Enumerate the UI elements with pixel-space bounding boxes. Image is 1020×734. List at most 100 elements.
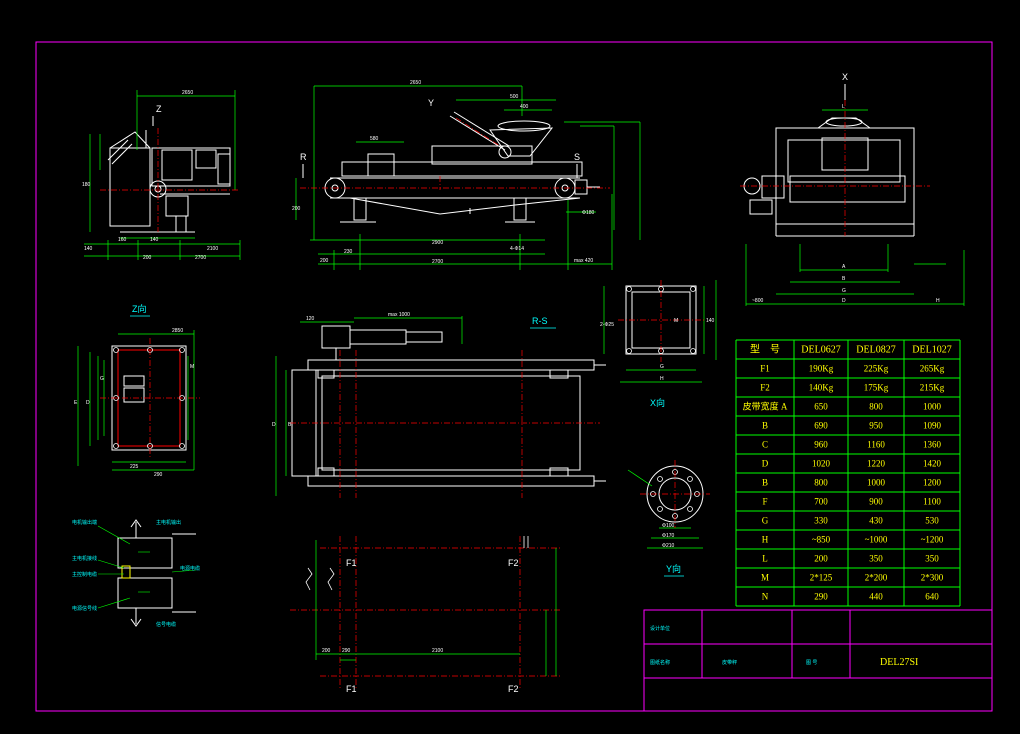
spec-cell: 440 [869,592,883,602]
spec-cell: 640 [925,592,939,602]
wiring-label-3: 主控制电缆 [72,571,97,578]
front-dim-8: max 420 [574,258,593,264]
spec-cell: 800 [814,478,828,488]
title-code-label: 图 号 [806,660,817,666]
drawing-frame [35,41,993,712]
title-block [643,609,993,712]
spec-cell: H [762,535,769,545]
spec-cell: C [762,440,768,450]
side-view-centerline [100,128,240,232]
side-view [107,130,231,233]
load-dim-2: 290 [342,648,351,654]
side-dim-6: 200 [143,255,152,261]
z-dim-1: 2850 [172,328,183,334]
side-dim-7: 2700 [195,255,206,261]
wiring-label-1: 电机输出端 [72,519,97,526]
title-row2-label: 图纸名称 [650,659,670,666]
x-dim-1: 2-Φ25 [600,322,614,328]
spec-cell: 430 [869,516,883,526]
spec-cell: 1100 [923,497,941,507]
y-dim-2: Φ170 [662,533,675,539]
z-view-centerline [100,338,200,458]
spec-cell: 700 [814,497,828,507]
side-z-label: Z [156,104,162,114]
rs-centerlines [290,350,600,498]
spec-cell: 330 [814,516,828,526]
z-dim-5: D [86,400,90,406]
wiring-label-4: 电源电缆 [180,565,200,572]
x-dim-5: M [674,318,678,324]
end-view-dims [745,109,965,306]
spec-header-cell: DEL1027 [912,345,951,356]
spec-cell: 1200 [923,478,942,488]
front-view-dims [295,85,641,270]
spec-header-cell: DEL0627 [801,345,840,356]
title-drawing-code: DEL27SI [880,657,918,668]
spec-cell: 350 [925,554,939,564]
front-r-label: R [300,152,307,162]
spec-cell: 1000 [923,402,942,412]
load-f2-bottom: F2 [508,684,519,694]
spec-cell: F [762,497,767,507]
spec-cell: F2 [760,383,770,393]
front-s-label: S [574,152,580,162]
spec-cell: 1160 [867,440,885,450]
spec-cell: F1 [760,364,770,374]
end-label-g: G [842,288,846,294]
spec-cell: 1420 [923,459,942,469]
front-dim-3: 500 [510,94,519,100]
rs-section [291,325,606,487]
front-y-label: Y [428,98,434,108]
end-label-a: A [842,264,846,270]
front-view [324,111,600,223]
side-top-dim: 2650 [182,90,193,96]
rs-dim-1: 120 [306,316,315,322]
spec-cell: N [762,592,769,602]
spec-cell: 1220 [867,459,886,469]
front-view-centerline [300,117,610,190]
spec-cell: 350 [869,554,883,564]
front-dim-5: 230 [344,249,353,255]
load-dim-1: 200 [322,648,331,654]
z-view-title: Z向 [132,303,147,314]
spec-cell: 900 [869,497,883,507]
end-label-b: B [842,276,846,282]
load-f1-top: F1 [346,558,357,568]
spec-cell: 2*200 [865,573,888,583]
end-label-h: H [936,298,940,304]
spec-cell: 140Kg [809,383,834,393]
spec-cell: 215Kg [920,383,945,393]
wiring-label-2: 主电机接线 [72,555,97,562]
front-dim-2: 400 [520,104,529,110]
spec-cell: L [762,554,768,564]
spec-cell: ~1200 [921,535,944,545]
x-dim-2: 140 [706,318,715,324]
y-dim-1: Φ100 [662,523,675,529]
load-f2-top: F2 [508,558,519,568]
spec-cell: 190Kg [809,364,834,374]
load-dim-3: 2100 [432,648,443,654]
rs-title: R-S [532,316,548,326]
spec-cell: 1090 [923,421,942,431]
title-row1-label: 设计单位 [650,625,670,632]
spec-cell: 690 [814,421,828,431]
spec-cell: 960 [814,440,828,450]
front-dim-9: 200 [292,206,301,212]
spec-cell: 2*300 [921,573,944,583]
front-dim-6: 2900 [432,240,443,246]
spec-cell: M [761,573,769,583]
x-view-title: X向 [650,397,665,408]
front-dim-1: 580 [370,136,379,142]
front-dim-4: 200 [320,258,329,264]
front-dim-11: 4-Φ14 [510,246,524,252]
x-view-centerline [618,280,704,362]
wiring-label-7: 信号电缆 [156,621,176,628]
wiring-label-6: 主电机输出 [156,519,181,526]
wiring-diagram [117,519,196,627]
z-dim-2: M [190,364,194,370]
spec-header-cell: 型 号 [750,343,780,356]
side-dim-2: 160 [118,237,127,243]
spec-cell: 225Kg [864,364,889,374]
spec-cell: B [762,478,768,488]
